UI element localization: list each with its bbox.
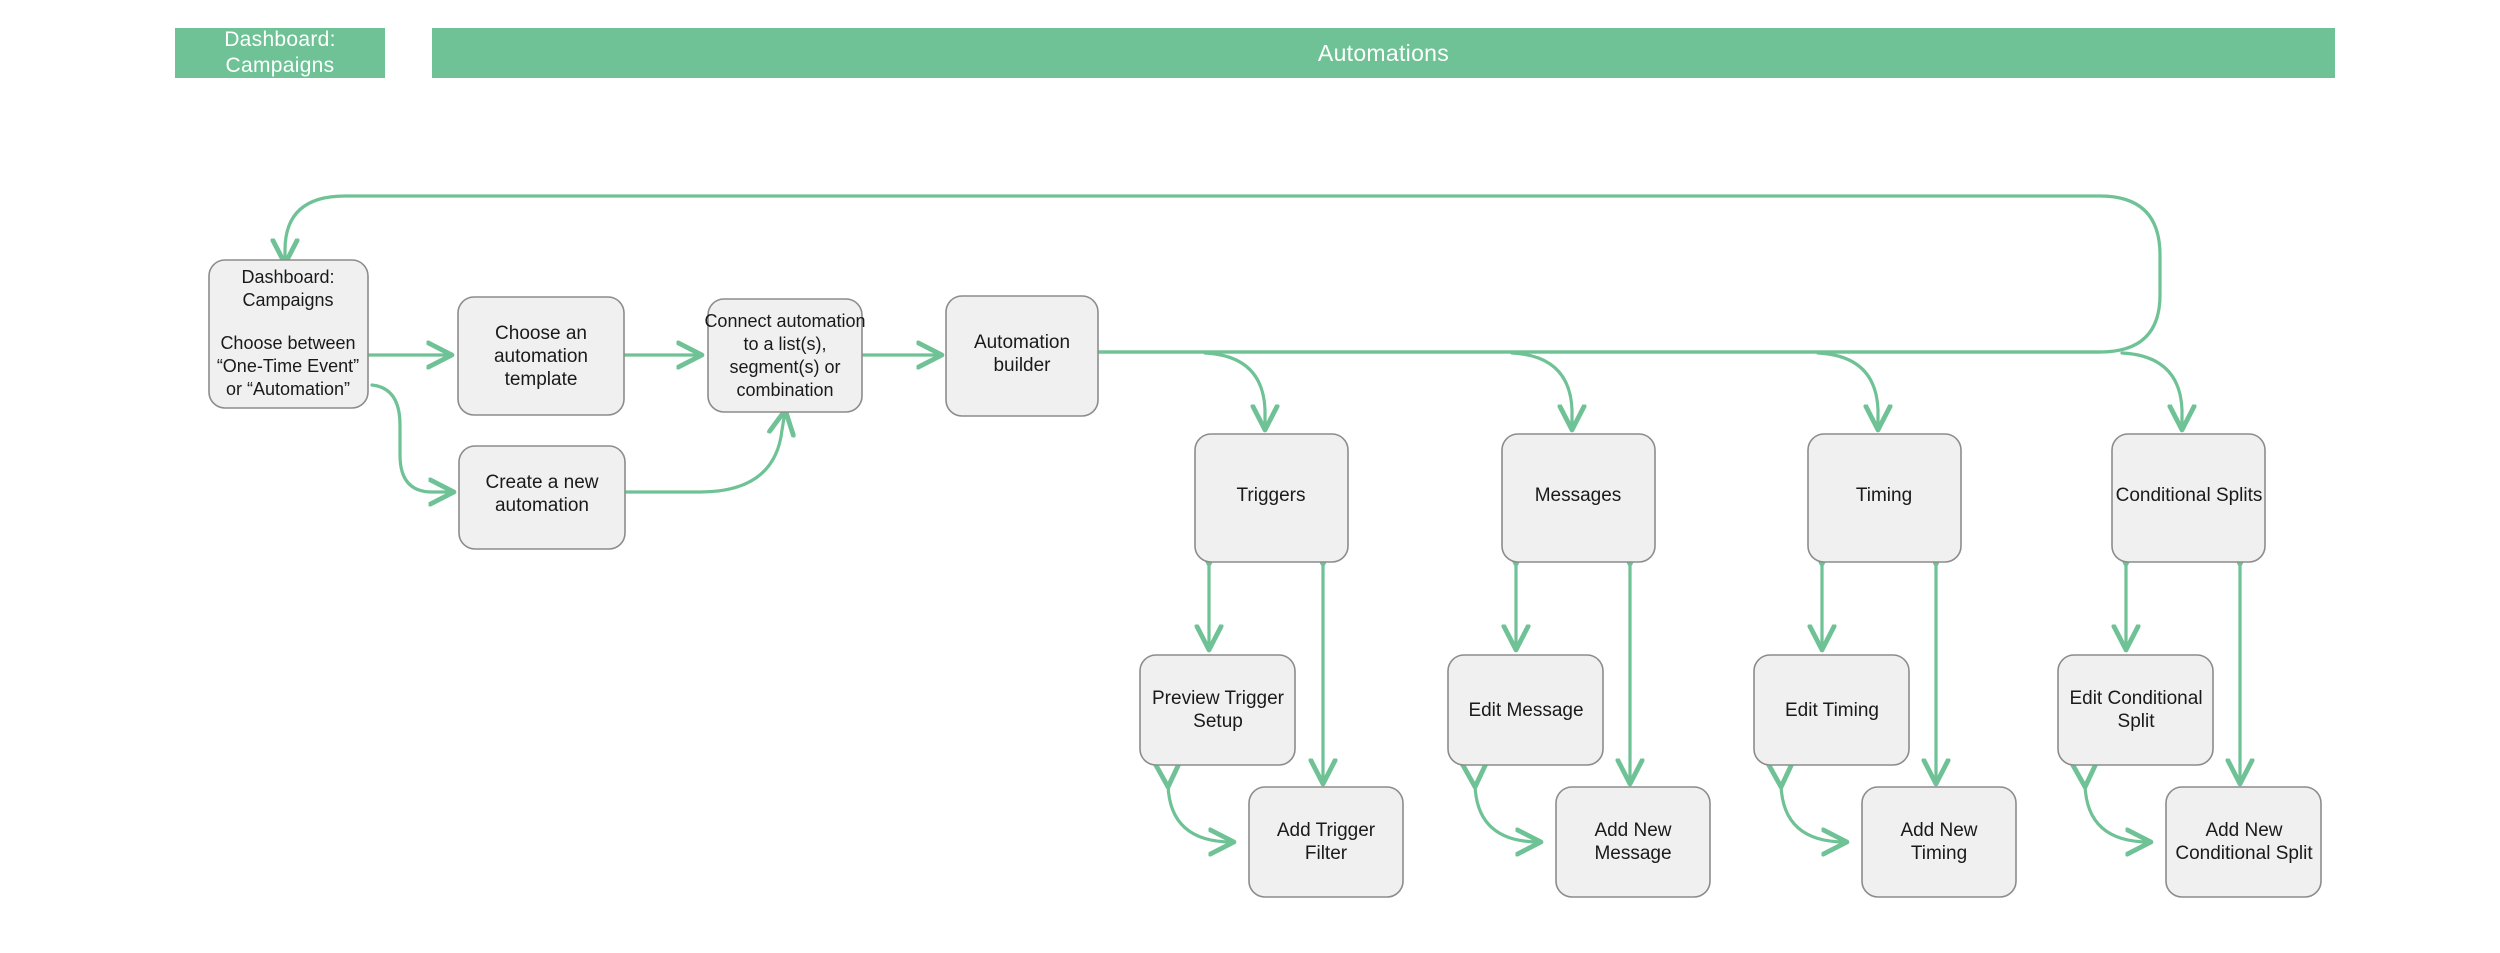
header-badge-line1: Dashboard:: [224, 27, 336, 51]
node-preview-trigger-setup-line-1: Setup: [1193, 711, 1243, 732]
node-automation-builder-line-1: builder: [993, 355, 1051, 376]
node-choose-automation-template[interactable]: Choose an automation template: [457, 296, 625, 416]
node-preview-trigger-setup-shape[interactable]: [1139, 654, 1296, 766]
node-dashboard-campaigns-shape[interactable]: [208, 259, 369, 409]
node-add-new-timing-shape[interactable]: [1861, 786, 2017, 898]
node-layer: Dashboard: Campaigns Choose between “One…: [208, 259, 2322, 898]
edge-create-automation-to-connect: [623, 412, 785, 494]
node-messages-label: Messages: [1535, 485, 1622, 506]
node-add-new-conditional-split-line-0: Add New: [2205, 820, 2282, 841]
node-add-new-conditional-split[interactable]: Add New Conditional Split: [2165, 786, 2322, 898]
node-add-new-timing-line-1: Timing: [1911, 843, 1967, 864]
node-timing-shape[interactable]: [1807, 433, 1962, 563]
node-dashboard-campaigns[interactable]: Dashboard: Campaigns Choose between “One…: [208, 259, 369, 409]
node-add-new-message-line-0: Add New: [1594, 820, 1671, 841]
node-preview-trigger-setup[interactable]: Preview Trigger Setup: [1139, 654, 1296, 766]
node-choose-template-line-2: template: [505, 369, 578, 390]
node-add-new-conditional-split-line-1: Conditional Split: [2175, 843, 2313, 864]
node-timing[interactable]: Timing: [1807, 433, 1962, 563]
node-add-trigger-filter-line-1: Filter: [1305, 843, 1348, 864]
node-edit-timing-label: Edit Timing: [1785, 700, 1879, 721]
node-add-new-message-line-1: Message: [1594, 843, 1671, 864]
node-conditional-splits[interactable]: Conditional Splits: [2111, 433, 2266, 563]
node-choose-automation-template-shape[interactable]: [457, 296, 625, 416]
node-add-trigger-filter[interactable]: Add Trigger Filter: [1248, 786, 1404, 898]
edge-loopback-to-dashboard: [285, 194, 2162, 354]
node-triggers[interactable]: Triggers: [1194, 433, 1349, 563]
node-automation-builder[interactable]: Automation builder: [945, 295, 1099, 417]
header-badge-line2: Campaigns: [225, 54, 335, 77]
node-connect-line-0: Connect automation: [704, 311, 865, 331]
page-title: Automations: [1317, 39, 1450, 66]
node-add-trigger-filter-line-0: Add Trigger: [1277, 820, 1376, 841]
header-badge-dashboard-campaigns: Dashboard: Campaigns: [175, 28, 385, 78]
node-messages[interactable]: Messages: [1501, 433, 1656, 563]
node-automation-builder-shape[interactable]: [945, 295, 1099, 417]
node-edit-conditional-split-line-1: Split: [2118, 711, 2156, 732]
node-dashboard-campaigns-line-1: Campaigns: [242, 290, 333, 310]
node-dashboard-campaigns-line-3: Choose between: [220, 333, 355, 353]
edge-preview-setup-to-add-trigger-filter: [1168, 785, 1232, 842]
node-create-automation-line-1: automation: [495, 495, 589, 516]
node-add-new-message-shape[interactable]: [1555, 786, 1711, 898]
node-conditional-splits-shape[interactable]: [2111, 433, 2266, 563]
node-add-new-timing[interactable]: Add New Timing: [1861, 786, 2017, 898]
header-title-bar: Automations: [432, 28, 2335, 78]
node-triggers-label: Triggers: [1237, 485, 1306, 506]
node-dashboard-campaigns-line-0: Dashboard:: [241, 267, 334, 287]
node-conditional-splits-label: Conditional Splits: [2116, 485, 2263, 506]
node-create-automation-line-0: Create a new: [485, 472, 598, 493]
node-add-new-message[interactable]: Add New Message: [1555, 786, 1711, 898]
node-connect-line-3: combination: [736, 380, 833, 400]
node-connect-line-1: to a list(s),: [743, 334, 826, 354]
node-dashboard-campaigns-line-4: “One-Time Event”: [217, 356, 359, 376]
node-add-trigger-filter-shape[interactable]: [1248, 786, 1404, 898]
node-add-new-timing-line-0: Add New: [1900, 820, 1977, 841]
node-automation-builder-line-0: Automation: [974, 332, 1070, 353]
node-create-a-new-automation[interactable]: Create a new automation: [458, 445, 626, 550]
edge-bus-to-triggers: [1203, 351, 1265, 428]
node-edit-message-shape[interactable]: [1447, 654, 1604, 766]
node-edit-conditional-split-shape[interactable]: [2057, 654, 2214, 766]
node-edit-timing[interactable]: Edit Timing: [1753, 654, 1910, 766]
node-edit-message[interactable]: Edit Message: [1447, 654, 1604, 766]
node-edit-conditional-split[interactable]: Edit Conditional Split: [2057, 654, 2214, 766]
node-connect-automation-to-list[interactable]: Connect automation to a list(s), segment…: [704, 298, 866, 413]
node-connect-automation-shape[interactable]: [707, 298, 863, 413]
connector-layer: [285, 194, 2240, 842]
node-choose-template-line-0: Choose an: [495, 323, 587, 344]
node-connect-line-2: segment(s) or: [729, 357, 840, 377]
edge-edit-split-to-add-new-split: [2085, 785, 2149, 842]
node-create-a-new-automation-shape[interactable]: [458, 445, 626, 550]
node-edit-conditional-split-line-0: Edit Conditional: [2069, 688, 2202, 709]
node-triggers-shape[interactable]: [1194, 433, 1349, 563]
edge-bus-to-timing: [1816, 351, 1878, 428]
node-add-new-conditional-split-shape[interactable]: [2165, 786, 2322, 898]
node-timing-label: Timing: [1856, 485, 1912, 506]
edge-dashboard-to-create-automation: [370, 383, 452, 492]
node-edit-message-label: Edit Message: [1468, 700, 1583, 721]
node-edit-timing-shape[interactable]: [1753, 654, 1910, 766]
node-preview-trigger-setup-line-0: Preview Trigger: [1152, 688, 1285, 709]
node-messages-shape[interactable]: [1501, 433, 1656, 563]
edge-edit-timing-to-add-new-timing: [1781, 785, 1845, 842]
node-dashboard-campaigns-line-5: or “Automation”: [226, 379, 350, 399]
node-choose-template-line-1: automation: [494, 346, 588, 367]
edge-bus-to-conditional-splits: [2120, 351, 2182, 428]
edge-bus-to-messages: [1510, 351, 1572, 428]
edge-edit-message-to-add-new-message: [1475, 785, 1539, 842]
